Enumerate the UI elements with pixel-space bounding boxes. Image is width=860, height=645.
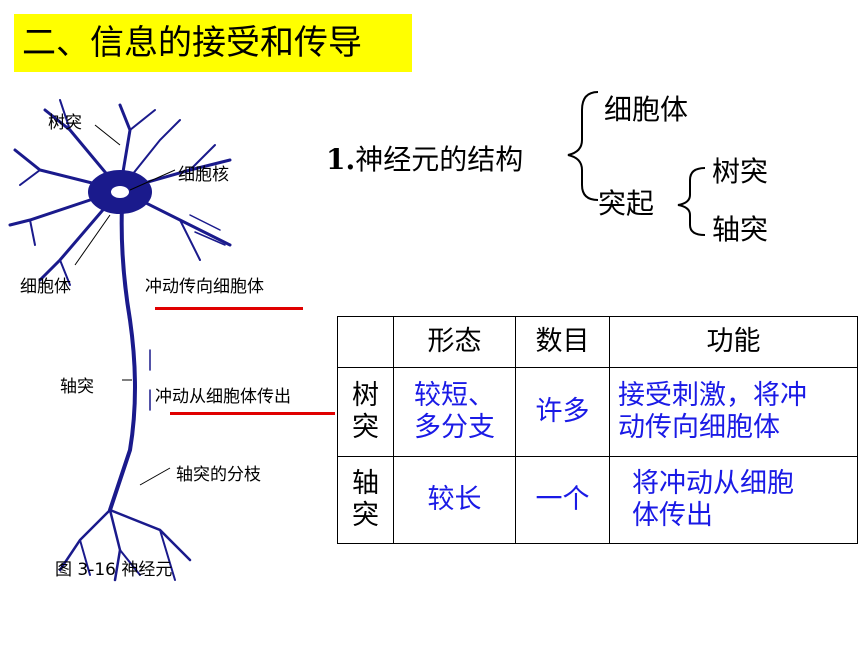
label-axon-branch: 轴突的分枝	[176, 465, 261, 485]
table-row: 树 突 较短、 多分支 许多 接受刺激，将冲 动传向细胞体	[337, 367, 858, 457]
label-cell-body: 细胞体	[20, 277, 71, 297]
structure-cell-body: 细胞体	[604, 93, 689, 126]
figure-caption: 图 3-16 神经元	[55, 560, 173, 580]
underline-impulse-to-body	[155, 307, 303, 310]
comparison-table: 形态 数目 功能 树 突 较短、 多分支 许多 接受刺激，将冲 动传向细胞体 轴…	[337, 316, 858, 544]
cell-shape: 较长	[393, 456, 516, 544]
cell-shape: 较短、 多分支	[393, 367, 516, 457]
neuron-illustration	[8, 99, 232, 582]
label-impulse-to-body: 冲动传向细胞体	[145, 277, 264, 297]
label-axon: 轴突	[60, 377, 94, 397]
table-header-cell: 数目	[515, 316, 610, 368]
label-nucleus: 细胞核	[178, 165, 229, 185]
structure-heading-num: 1.	[326, 143, 356, 176]
table-header-cell	[337, 316, 394, 368]
table-header-cell: 功能	[609, 316, 858, 368]
structure-braces	[567, 91, 706, 236]
table-header-row: 形态 数目 功能	[337, 316, 858, 368]
structure-axon: 轴突	[712, 213, 769, 246]
structure-dendrite: 树突	[712, 155, 769, 188]
structure-process: 突起	[598, 187, 655, 220]
table-header-cell: 形态	[393, 316, 516, 368]
underline-impulse-from-body	[170, 412, 335, 415]
page-title: 二、信息的接受和传导	[14, 14, 412, 72]
label-dendrite: 树突	[48, 113, 82, 133]
row-name-dendrite: 树 突	[337, 367, 394, 457]
cell-count: 许多	[515, 367, 610, 457]
table-row: 轴 突 较长 一个 将冲动从细胞 体传出	[337, 456, 858, 544]
structure-heading: 1.神经元的结构	[326, 138, 523, 178]
cell-function: 接受刺激，将冲 动传向细胞体	[609, 367, 858, 457]
cell-count: 一个	[515, 456, 610, 544]
row-name-axon: 轴 突	[337, 456, 394, 544]
label-impulse-from-body: 冲动从细胞体传出	[155, 387, 291, 407]
structure-heading-text: 神经元的结构	[355, 143, 524, 176]
cell-function: 将冲动从细胞 体传出	[609, 456, 858, 544]
